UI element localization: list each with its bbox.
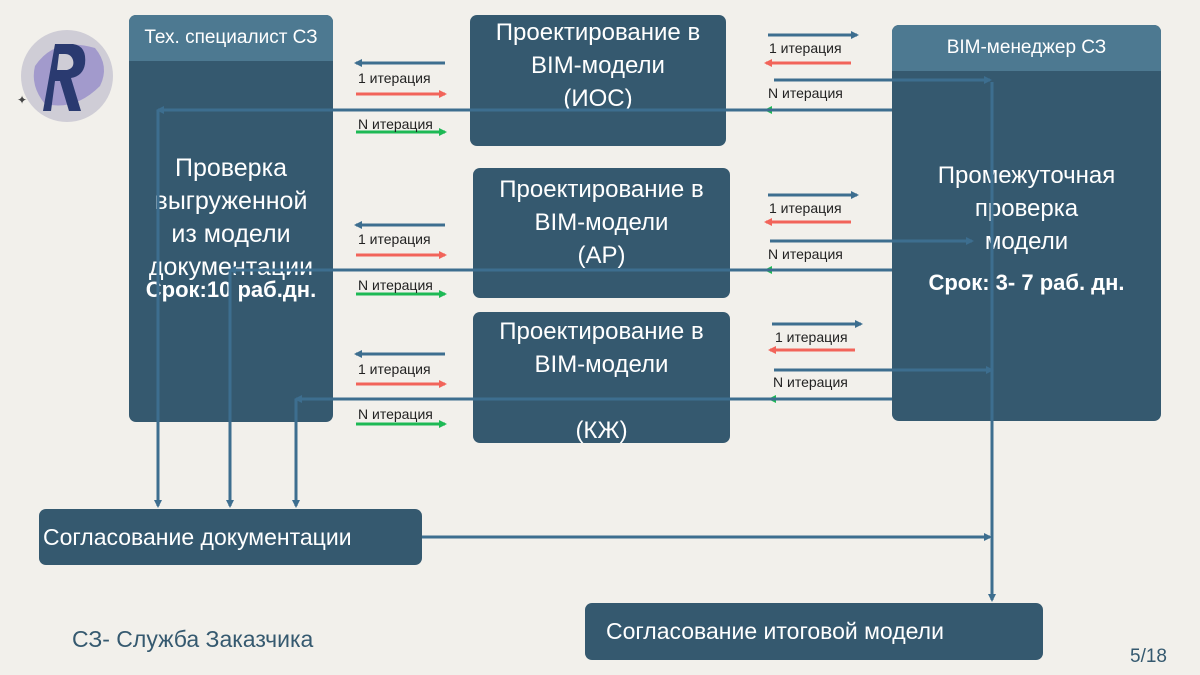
label-first-iteration-r2: 1 итерация xyxy=(769,200,842,216)
label-n-iteration-r2: N итерация xyxy=(768,246,843,262)
label-n-iteration-l1: N итерация xyxy=(358,116,433,132)
tech-specialist-title: Тех. специалист СЗ xyxy=(129,15,333,61)
label-n-iteration-l3: N итерация xyxy=(358,406,433,422)
project-kzh-box: Проектирование в BIM-модели (КЖ) xyxy=(473,312,730,444)
label-n-iteration-r3: N итерация xyxy=(773,374,848,390)
label-n-iteration-l2: N итерация xyxy=(358,277,433,293)
project-ar-box: Проектирование в BIM-модели (АР) xyxy=(473,168,730,298)
project-kzh-code: (КЖ) xyxy=(575,417,628,444)
footer-note: СЗ- Служба Заказчика xyxy=(72,626,314,652)
approval-model-box: Согласование итоговой модели xyxy=(585,603,1043,660)
label-first-iteration-l3: 1 итерация xyxy=(358,361,431,377)
label-first-iteration-r1: 1 итерация xyxy=(769,40,842,56)
label-first-iteration-l1: 1 итерация xyxy=(358,70,431,86)
project-ios-box: Проектирование в BIM-модели (ИОС) xyxy=(470,15,726,146)
manager-term: Срок: 3- 7 раб. дн. xyxy=(928,270,1125,295)
label-first-iteration-l2: 1 итерация xyxy=(358,231,431,247)
label-first-iteration-r3: 1 итерация xyxy=(775,329,848,345)
svg-text:✦: ✦ xyxy=(17,93,27,107)
approval-docs-box: Согласование документации xyxy=(39,509,422,565)
label-n-iteration-r1: N итерация xyxy=(768,85,843,101)
bim-manager-title: BIM-менеджер СЗ xyxy=(892,25,1161,71)
logo: ✦ xyxy=(15,26,115,126)
page-number: 5/18 xyxy=(1130,646,1167,667)
bim-manager-box: BIM-менеджер СЗ Промежуточная проверка м… xyxy=(892,25,1161,421)
tech-body: Проверка выгруженной из модели документа… xyxy=(148,154,314,281)
